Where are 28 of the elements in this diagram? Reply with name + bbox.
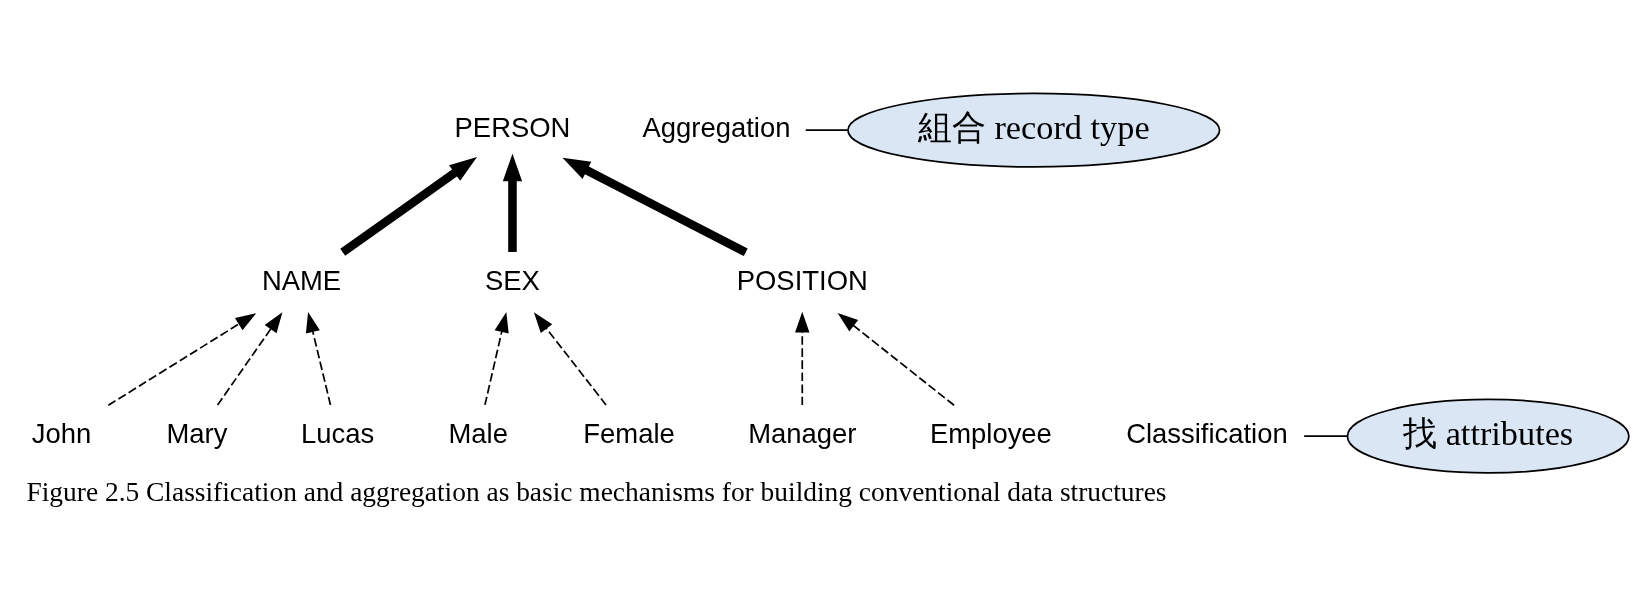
node-text: John xyxy=(31,417,92,449)
node-text: Male xyxy=(448,417,508,449)
connector xyxy=(804,128,849,131)
node-text: Classification xyxy=(1126,417,1288,449)
arrow xyxy=(837,312,955,406)
node-ellipse: 組合 record type xyxy=(847,92,1221,168)
arrow xyxy=(216,311,283,406)
connector xyxy=(1303,434,1349,437)
node-ellipse: 找 attributes xyxy=(1346,398,1630,474)
node-text: Mary xyxy=(166,417,228,449)
node-text: Female xyxy=(583,417,675,449)
arrow xyxy=(340,156,478,256)
arrow xyxy=(533,311,607,406)
arrow xyxy=(502,153,523,252)
node-text: NAME xyxy=(261,264,342,296)
node-text: PERSON xyxy=(454,111,571,143)
node-text: Lucas xyxy=(300,417,375,449)
caption: Figure 2.5 Classification and aggregation as basic mechanisms for building conventional data structures xyxy=(26,476,1167,507)
node-text: Manager xyxy=(748,417,857,449)
arrow xyxy=(107,312,257,406)
node-text: POSITION xyxy=(736,264,868,296)
node-text: SEX xyxy=(485,264,540,296)
node-text: Employee xyxy=(929,417,1052,449)
arrow xyxy=(562,157,748,256)
arrow xyxy=(795,311,810,406)
arrow xyxy=(484,311,509,406)
node-text: Aggregation xyxy=(642,111,791,143)
arrow xyxy=(305,311,332,406)
